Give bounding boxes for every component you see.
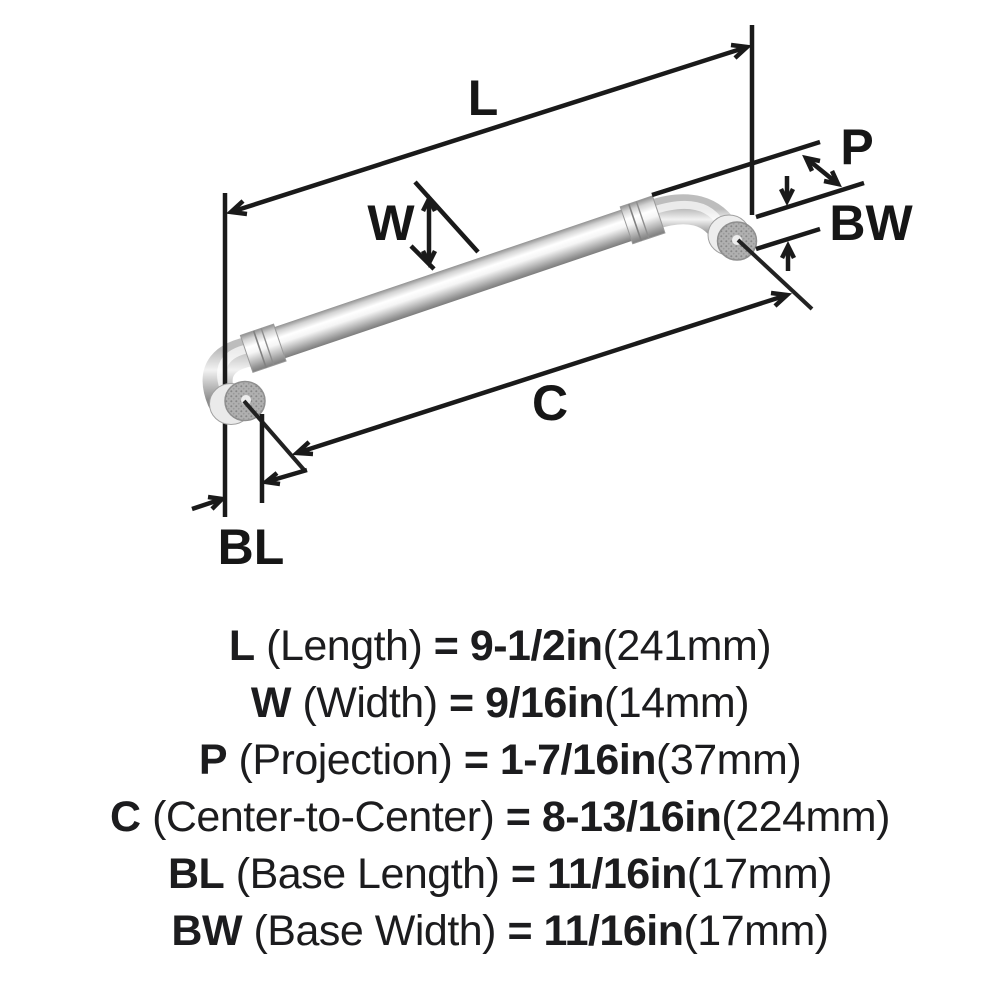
length-dimension [225, 42, 753, 217]
base-width-label: BW [829, 195, 913, 251]
spec-line-base-width: BW (Base Width) = 11/16in(17mm) [0, 903, 1000, 960]
center-to-center-dimension [291, 290, 793, 457]
base-width-dimension [755, 226, 821, 271]
spec-value: 9-1/2in [469, 622, 603, 670]
spec-name: (Center-to-Center) [152, 793, 495, 841]
spec-code: C [110, 793, 141, 841]
base-length-right-arrow-icon [260, 471, 281, 487]
center-to-center-label: C [532, 375, 568, 431]
handle-right-base [707, 214, 758, 261]
length-arrow-right-icon [730, 42, 753, 60]
projection-line-upper [651, 139, 821, 198]
projection-dimension [651, 139, 865, 220]
spec-name: (Length) [266, 622, 423, 670]
base-length-left-arrow-icon [207, 494, 227, 511]
handle-bar [244, 200, 661, 369]
spec-code: BL [168, 850, 225, 898]
spec-equals: = [505, 793, 531, 841]
width-arrow-up-icon [420, 193, 438, 213]
spec-value: 9/16in [485, 679, 604, 727]
spec-name: (Projection) [238, 736, 453, 784]
spec-metric: (17mm) [683, 907, 829, 955]
width-tick-upper [413, 180, 480, 254]
spec-code: P [198, 736, 228, 784]
base-width-up-arrow-icon [779, 240, 797, 260]
base-length-left-arrow-line [191, 496, 223, 512]
projection-arrow-line [804, 156, 840, 186]
length-arrow-left-icon [225, 199, 248, 217]
collar-ring-line [252, 330, 267, 369]
spec-equals: = [510, 850, 536, 898]
spec-value: 8-13/16in [541, 793, 722, 841]
spec-equals: = [448, 679, 474, 727]
spec-value: 1-7/16in [499, 736, 657, 784]
width-label: W [367, 195, 415, 251]
spec-value: 11/16in [546, 850, 687, 898]
projection-line-lower [755, 180, 865, 220]
spec-line-base-length: BL (Base Length) = 11/16in(17mm) [0, 846, 1000, 903]
center-arrow-left-icon [291, 440, 314, 457]
spec-name: (Base Length) [235, 850, 500, 898]
base-length-right-arrow-line [265, 467, 308, 485]
spec-equals: = [507, 907, 533, 955]
spec-line-width: W (Width) = 9/16in(14mm) [0, 675, 1000, 732]
dimension-spec-list: L (Length) = 9-1/2in(241mm) W (Width) = … [0, 618, 1000, 960]
base-length-dimension [191, 414, 308, 512]
width-dimension [409, 180, 480, 271]
handle-left-collar [239, 323, 287, 373]
left-screw-axis-line [242, 399, 307, 473]
spec-equals: = [463, 736, 489, 784]
handle-dimension-diagram: L W P BW [191, 25, 913, 575]
spec-line-center-to-center: C (Center-to-Center) = 8-13/16in(224mm) [0, 789, 1000, 846]
spec-value: 11/16in [543, 907, 684, 955]
spec-code: BW [171, 907, 243, 955]
center-dimension-line [296, 292, 788, 456]
spec-metric: (14mm) [603, 679, 750, 727]
collar-ring-line [260, 328, 275, 366]
spec-line-projection: P (Projection) = 1-7/16in(37mm) [0, 732, 1000, 789]
spec-name: (Width) [302, 679, 438, 727]
spec-metric: (241mm) [602, 622, 772, 670]
projection-label: P [840, 119, 873, 175]
collar-ring-line [635, 201, 650, 239]
spec-metric: (17mm) [686, 850, 833, 898]
collar-ring-line [628, 203, 643, 242]
projection-arrow-upper-icon [802, 154, 821, 172]
center-arrow-right-icon [770, 290, 793, 308]
length-label: L [468, 70, 499, 126]
projection-down-arrow-icon [778, 187, 796, 207]
projection-arrow-lower-icon [823, 170, 842, 188]
spec-code: L [228, 622, 255, 670]
right-screw-axis-line [736, 238, 814, 311]
spec-name: (Base Width) [253, 907, 496, 955]
base-length-label: BL [218, 519, 285, 575]
spec-metric: (224mm) [721, 793, 890, 841]
spec-metric: (37mm) [656, 736, 802, 784]
handle-illustration [202, 194, 742, 415]
spec-equals: = [433, 622, 459, 670]
spec-line-length: L (Length) = 9-1/2in(241mm) [0, 618, 1000, 675]
width-arrow-down-icon [420, 249, 438, 269]
spec-code: W [250, 679, 292, 727]
base-width-line [755, 226, 821, 252]
length-dimension-line [230, 44, 748, 215]
